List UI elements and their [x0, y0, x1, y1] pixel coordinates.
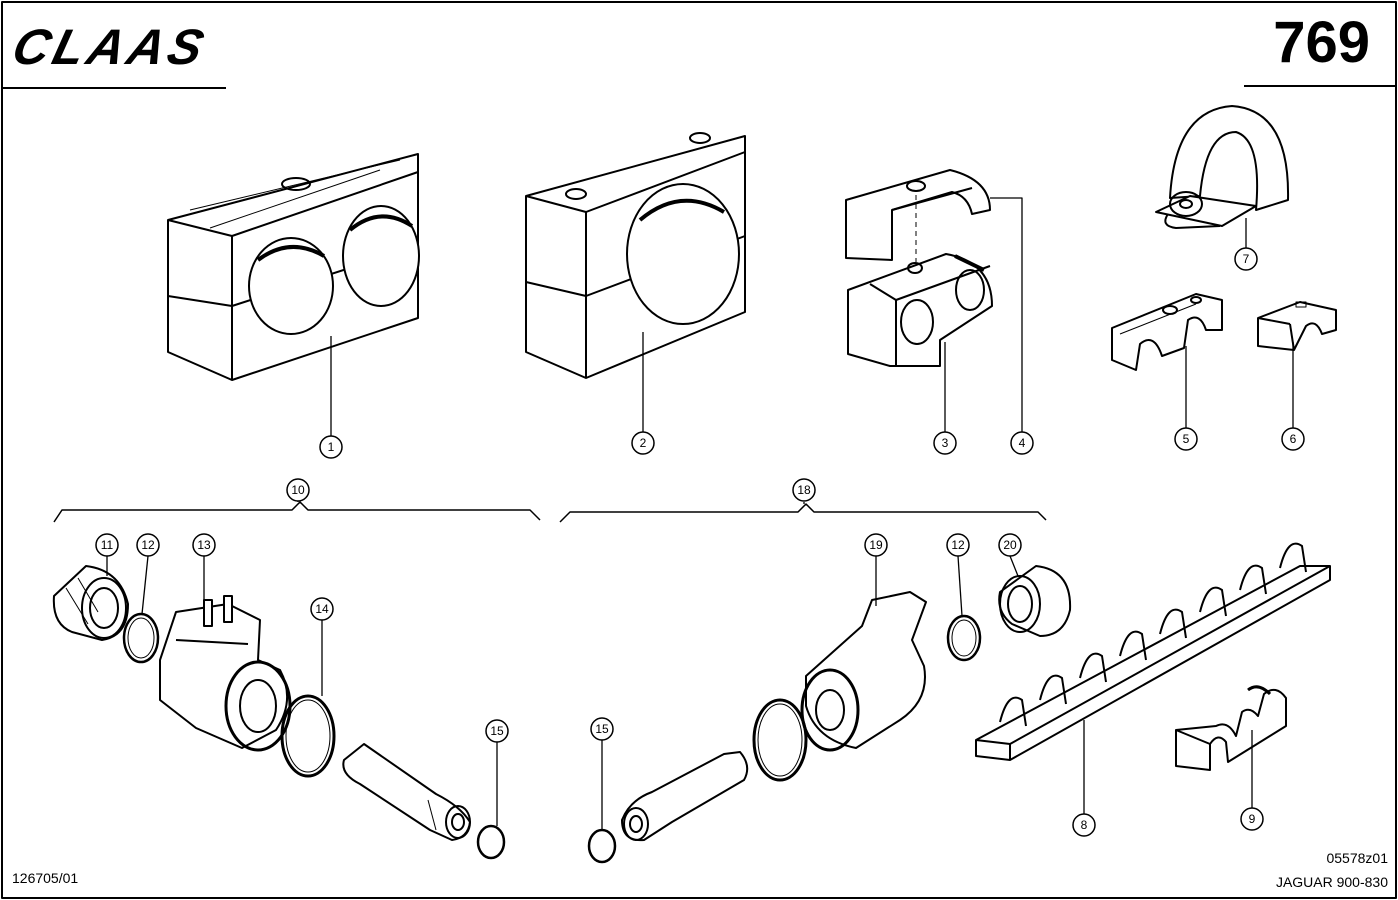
- part-19-solenoid-coil-right: [800, 591, 927, 752]
- callout-20: 20: [1003, 538, 1017, 552]
- callout-1: 1: [328, 440, 335, 454]
- part-13-solenoid-coil: [159, 595, 292, 752]
- callout-4: 4: [1019, 436, 1026, 450]
- part-20-knurled-nut: [998, 565, 1072, 637]
- part-3-clamp-base: [847, 253, 993, 367]
- callout-2: 2: [640, 436, 647, 450]
- part-12-o-ring-left: [122, 612, 160, 664]
- callout-15-left: 15: [490, 724, 504, 738]
- page-number: 769: [1273, 10, 1370, 75]
- part-9-clamp-section: [1175, 685, 1287, 771]
- callout-15-right: 15: [595, 722, 609, 736]
- callout-labels: 1 2 3 4 5 6 7 8 9 10 11 12 13 14 15 15 1…: [101, 252, 1297, 832]
- part-1-double-clamp-block: [167, 153, 420, 381]
- part-4-clamp-cap: [845, 169, 991, 262]
- model-designation: JAGUAR 900-830: [1275, 874, 1388, 890]
- callout-10: 10: [291, 483, 305, 497]
- callout-6: 6: [1290, 432, 1297, 446]
- group-10-bracket: [53, 501, 541, 523]
- callout-circles: [95, 247, 1305, 837]
- part-15-o-ring-small-left: [476, 824, 506, 860]
- figure-number: 05578z01: [1326, 850, 1388, 866]
- callout-3: 3: [942, 436, 949, 450]
- callout-8: 8: [1081, 818, 1088, 832]
- part-o-ring-large-right: [752, 698, 808, 782]
- part-14-o-ring-large: [280, 694, 336, 778]
- part-2-single-clamp-block: [525, 132, 746, 379]
- callout-14: 14: [315, 602, 329, 616]
- part-8-clamp-rail: [975, 542, 1331, 761]
- part-15-o-ring-small-right: [587, 828, 617, 864]
- part-15-valve-cartridge-right: [621, 751, 749, 842]
- part-11-knurled-nut: [52, 565, 129, 641]
- callout-5: 5: [1183, 432, 1190, 446]
- callout-7: 7: [1243, 252, 1250, 266]
- callout-13: 13: [197, 538, 211, 552]
- part-6-single-clamp-half: [1257, 301, 1337, 351]
- callout-9: 9: [1249, 812, 1256, 826]
- part-15-valve-cartridge-left: [342, 743, 471, 841]
- part-7-p-clip: [1155, 105, 1290, 229]
- callout-11: 11: [101, 538, 114, 552]
- part-12-o-ring-right: [946, 614, 982, 662]
- leader-lines: [106, 197, 1294, 830]
- part-5-twin-clamp-half: [1111, 293, 1223, 371]
- callout-12-left: 12: [141, 538, 155, 552]
- group-18-bracket: [559, 503, 1047, 523]
- callout-12-right: 12: [951, 538, 965, 552]
- callout-18: 18: [797, 483, 811, 497]
- document-number: 126705/01: [12, 870, 79, 886]
- callout-19: 19: [869, 538, 883, 552]
